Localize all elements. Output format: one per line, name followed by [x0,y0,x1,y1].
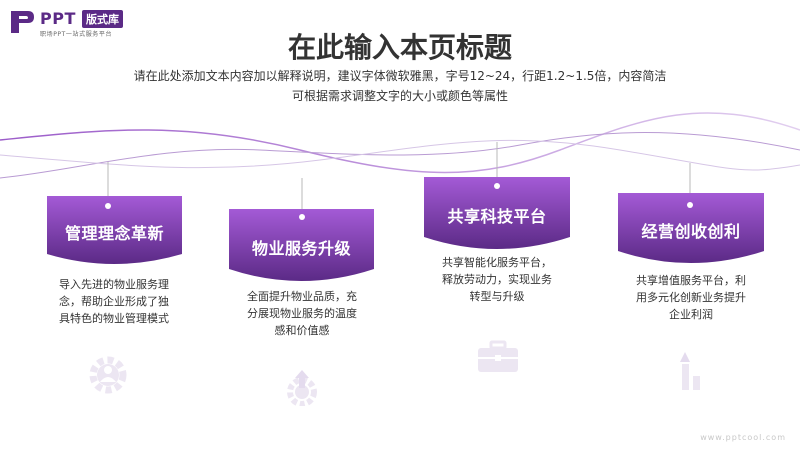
card-banner-shape [229,209,374,281]
logo-badge: 版式库 [82,10,123,28]
card-description: 全面提升物业品质，充 分展现物业服务的温度 感和价值感 [226,288,378,339]
card-title: 经营创收创利 [641,222,741,241]
desc-line: 念，帮助企业形成了独 [59,295,169,308]
wave-line-2 [0,132,800,179]
card-description: 共享增值服务平台，利 用多元化创新业务提升 企业利润 [614,272,768,323]
desc-line: 全面提升物业品质，充 [247,290,357,303]
gear-people-icon [89,356,127,394]
card-service-upgrade: 物业服务升级 [229,209,374,285]
card-banner-shape [618,193,764,263]
desc-line: 共享智能化服务平台， [442,256,552,269]
desc-line: 释放劳动力，实现业务 [442,273,552,286]
logo: PPT 版式库 职场PPT一站式服务平台 [8,6,148,40]
wave-line-1 [0,112,800,174]
card-tech-platform: 共享科技平台 [424,177,570,253]
card-description: 导入先进的物业服务理 念，帮助企业形成了独 具特色的物业管理模式 [36,276,192,327]
card-title: 管理理念革新 [64,224,164,243]
desc-line: 企业利润 [669,308,713,321]
logo-tagline: 职场PPT一站式服务平台 [40,31,113,38]
card-description: 共享智能化服务平台， 释放劳动力，实现业务 转型与升级 [420,254,574,305]
card-management-concept: 管理理念革新 [47,196,182,268]
desc-line: 共享增值服务平台，利 [636,274,746,287]
briefcase-icon [478,340,518,372]
desc-line: 具特色的物业管理模式 [59,312,169,325]
card-title: 物业服务升级 [251,239,351,258]
gear-arrow-up-icon [287,370,317,406]
card-title: 共享科技平台 [447,207,547,226]
card-revenue-profit: 经营创收创利 [618,193,764,267]
subtitle-line-2: 可根据需求调整文字的大小或颜色等属性 [291,89,508,103]
card-banner-shape [47,196,182,264]
desc-line: 分展现物业服务的温度 [247,307,357,320]
desc-line: 转型与升级 [469,290,525,303]
wave-line-3 [0,139,800,171]
card-banner-shape [424,177,570,249]
desc-line: 感和价值感 [274,324,330,337]
desc-line: 导入先进的物业服务理 [59,278,169,291]
page-title: 在此输入本页标题 [287,31,512,64]
desc-line: 用多元化创新业务提升 [636,291,746,304]
logo-name: PPT [40,9,76,28]
logo-mark-icon [11,11,34,33]
page-subtitle: 请在此处添加文本内容加以解释说明，建议字体微软雅黑，字号12~24，行距1.2~… [0,66,800,106]
subtitle-line-1: 请在此处添加文本内容加以解释说明，建议字体微软雅黑，字号12~24，行距1.2~… [133,69,667,83]
growth-bars-icon [680,352,700,390]
watermark: www.pptcool.com [700,433,786,442]
